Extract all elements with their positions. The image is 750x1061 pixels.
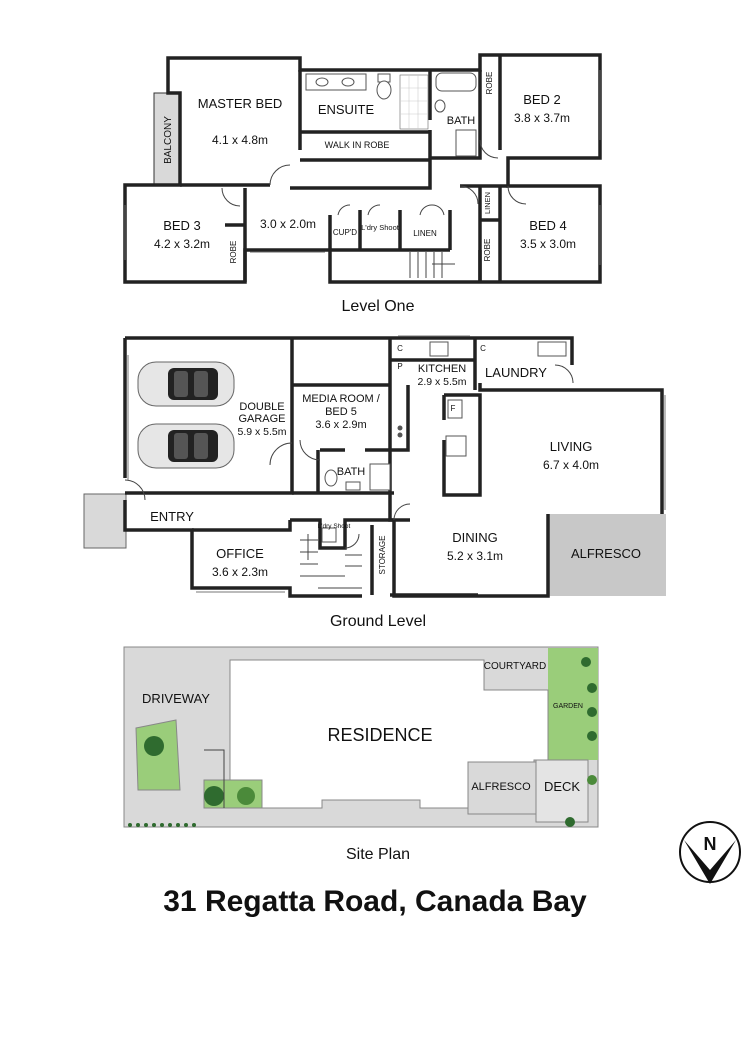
media-size: 3.6 x 2.9m xyxy=(315,419,366,431)
media-label-2: BED 5 xyxy=(325,406,357,418)
garden-area xyxy=(548,648,598,760)
windows-ground xyxy=(127,335,666,593)
bed2-label: BED 2 xyxy=(523,92,561,107)
windows-level-one xyxy=(124,70,601,265)
kitchen-label: KITCHEN xyxy=(418,363,466,375)
stairs-ground xyxy=(300,534,362,589)
wall xyxy=(328,210,452,252)
site-deck xyxy=(535,759,589,823)
bed3-label: BED 3 xyxy=(163,218,201,233)
site-plan-title: Site Plan xyxy=(346,846,410,863)
ldry-shoot-label: L'dry Shoot xyxy=(361,223,400,232)
level-one-title: Level One xyxy=(342,298,415,315)
living-size: 6.7 x 4.0m xyxy=(543,458,599,472)
residence-label: RESIDENCE xyxy=(327,725,432,745)
linen-label: LINEN xyxy=(413,229,437,238)
wall xyxy=(290,130,432,190)
bath-fixtures xyxy=(321,463,391,543)
site-alfresco xyxy=(467,761,537,815)
wall xyxy=(390,338,477,452)
doors-ground xyxy=(124,364,574,549)
robe-bed3-label: ROBE xyxy=(229,241,238,264)
entry-paving xyxy=(83,493,127,549)
address-title: 31 Regatta Road, Canada Bay xyxy=(163,885,587,918)
linen-bed4-label: LINEN xyxy=(483,192,492,214)
bed4-label: BED 4 xyxy=(529,218,567,233)
kitchen-fixtures xyxy=(397,341,567,457)
robe-bed4-label: ROBE xyxy=(483,239,492,262)
bed4-size: 3.5 x 3.0m xyxy=(520,237,576,251)
bed2-size: 3.8 x 3.7m xyxy=(514,111,570,125)
cupboard-c1-mark: C xyxy=(397,344,403,353)
garage-label-2: GARAGE xyxy=(238,413,285,425)
hedge-row xyxy=(128,823,196,827)
pantry-p-mark: P xyxy=(397,362,402,371)
ground-level-labels: DOUBLE GARAGE 5.9 x 5.5m MEDIA ROOM / BE… xyxy=(150,344,641,630)
level-one-outer-wall xyxy=(123,53,602,284)
wall xyxy=(290,518,394,550)
storage-label: STORAGE xyxy=(378,536,387,575)
driveway-label: DRIVEWAY xyxy=(142,691,210,706)
site-plan xyxy=(123,646,599,828)
stairs-level-one xyxy=(409,252,455,278)
courtyard-label: COURTYARD xyxy=(484,661,546,672)
office-size: 3.6 x 2.3m xyxy=(212,565,268,579)
alfresco-ground-label: ALFRESCO xyxy=(571,546,641,561)
compass-letter: N xyxy=(704,834,717,854)
media-label-1: MEDIA ROOM / xyxy=(302,393,381,405)
ldry-shoot-ground-label: L'dry Shoot xyxy=(318,523,351,530)
doors-level-one xyxy=(221,139,527,216)
bed3-size: 4.2 x 3.2m xyxy=(154,237,210,251)
ground-bath-label: BATH xyxy=(337,466,366,478)
master-bed-size: 4.1 x 4.8m xyxy=(212,133,268,147)
wall xyxy=(292,448,394,495)
level-one-labels: MASTER BED 4.1 x 4.8m ENSUITE WALK IN RO… xyxy=(154,72,576,315)
master-bed-label: MASTER BED xyxy=(198,96,283,111)
alfresco-area xyxy=(548,514,666,596)
wall xyxy=(430,70,482,160)
balcony-area xyxy=(153,92,181,186)
ensuite-label: ENSUITE xyxy=(318,102,375,117)
site-plan-labels: DRIVEWAY RESIDENCE COURTYARD GARDEN ALFR… xyxy=(142,661,583,863)
wall xyxy=(460,184,508,282)
cupd-label: CUP'D xyxy=(333,228,357,237)
site-path xyxy=(204,749,225,808)
kitchen-size: 2.9 x 5.5m xyxy=(417,376,466,388)
hall-size: 3.0 x 2.0m xyxy=(260,217,316,231)
bath-label: BATH xyxy=(447,115,476,127)
garage-label-1: DOUBLE xyxy=(239,401,284,413)
ensuite-fixtures xyxy=(305,72,477,157)
kitchen-island xyxy=(442,393,482,497)
dining-size: 5.2 x 3.1m xyxy=(447,549,503,563)
garden-label: GARDEN xyxy=(553,703,583,710)
entry-label: ENTRY xyxy=(150,509,194,524)
walk-in-robe-label: WALK IN ROBE xyxy=(325,140,390,150)
laundry-label: LAUNDRY xyxy=(485,365,547,380)
robe-bed2-label: ROBE xyxy=(485,72,494,95)
living-label: LIVING xyxy=(550,439,593,454)
tree-icons xyxy=(144,657,597,827)
level-one-plan xyxy=(123,53,602,284)
wall xyxy=(192,520,292,532)
dining-label: DINING xyxy=(452,530,498,545)
north-compass-icon: N xyxy=(679,821,741,884)
deck-label: DECK xyxy=(544,779,580,794)
garage-size: 5.9 x 5.5m xyxy=(237,426,286,438)
ground-level-title: Ground Level xyxy=(330,613,426,630)
car-icons xyxy=(137,361,235,469)
ground-level-plan xyxy=(83,335,666,598)
balcony-label: BALCONY xyxy=(163,116,174,164)
cupboard-c2-mark: C xyxy=(480,344,486,353)
fridge-f-mark: F xyxy=(451,404,456,413)
office-label: OFFICE xyxy=(216,546,264,561)
site-alfresco-label: ALFRESCO xyxy=(471,781,531,793)
